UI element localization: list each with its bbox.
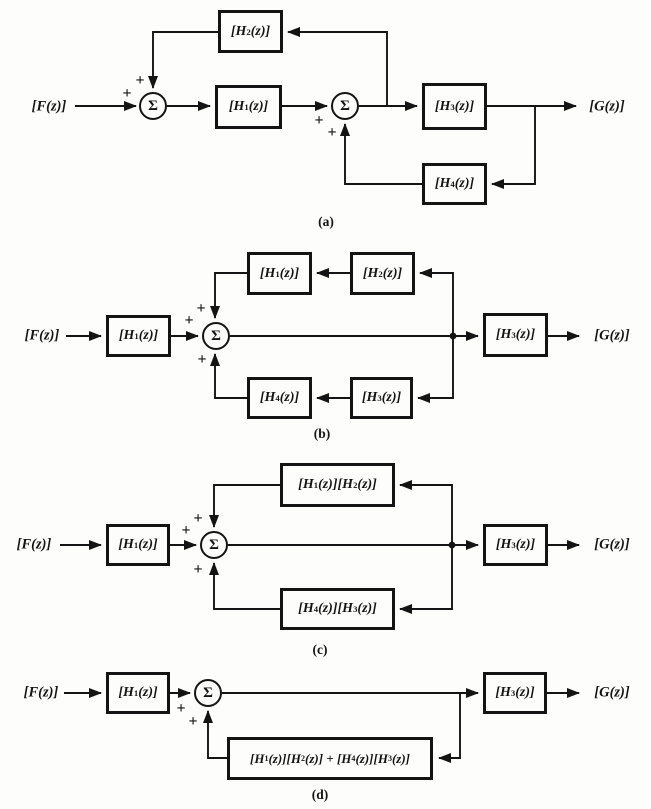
caption-d: (d)	[311, 787, 329, 802]
plus-sign: +	[197, 351, 207, 368]
plus-sign: +	[135, 72, 145, 89]
sum-junction-2: Σ	[331, 92, 359, 120]
sum-junction-1: Σ	[139, 92, 167, 120]
plus-sign: +	[181, 522, 191, 539]
plus-sign: +	[193, 510, 203, 527]
plus-sign: +	[327, 124, 337, 141]
caption-b: (b)	[313, 426, 331, 441]
input-label: [F(z)]	[23, 684, 59, 701]
input-label: [F(z)]	[24, 327, 60, 344]
plus-sign: +	[188, 713, 198, 730]
sigma-symbol: Σ	[211, 327, 221, 344]
plus-sign: +	[314, 112, 324, 129]
plus-sign: +	[122, 85, 132, 102]
input-label: [F(z)]	[31, 98, 67, 115]
caption-a: (a)	[318, 214, 334, 229]
sum-junction: Σ	[200, 531, 228, 559]
branch-node-dot	[449, 332, 457, 340]
sigma-symbol: Σ	[148, 97, 158, 114]
sum-junction: Σ	[202, 322, 230, 350]
plus-sign: +	[176, 700, 186, 717]
plus-sign: +	[193, 561, 203, 578]
sigma-symbol: Σ	[340, 97, 350, 114]
sum-junction: Σ	[194, 679, 222, 707]
plus-sign: +	[196, 300, 206, 317]
output-label: [G(z)]	[594, 684, 630, 701]
output-label: [G(z)]	[589, 98, 625, 115]
plus-sign: +	[184, 312, 194, 329]
branch-node-dot	[448, 541, 456, 549]
output-label: [G(z)]	[594, 327, 630, 344]
caption-c: (c)	[312, 642, 328, 657]
sigma-symbol: Σ	[203, 684, 213, 701]
input-label: [F(z)]	[16, 536, 52, 553]
sigma-symbol: Σ	[209, 536, 219, 553]
output-label: [G(z)]	[594, 536, 630, 553]
